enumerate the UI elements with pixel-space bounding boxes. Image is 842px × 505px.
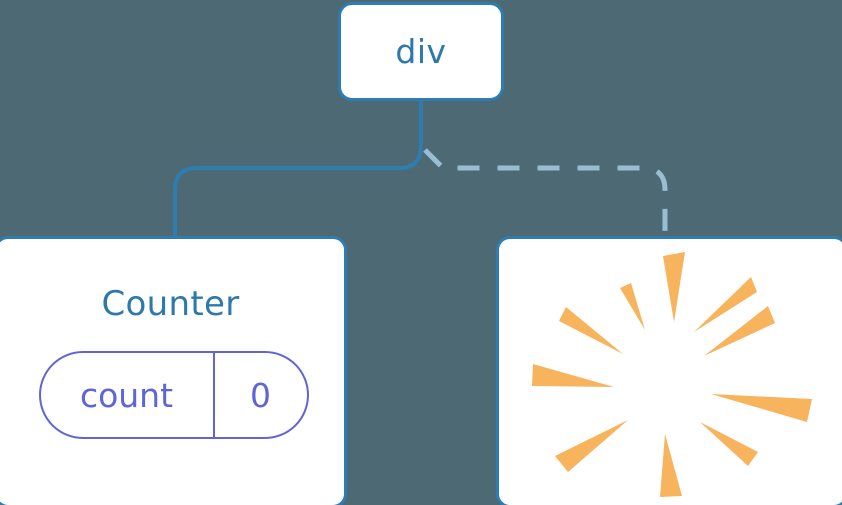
edge-div-counter: [173, 99, 423, 240]
node-busy[interactable]: [496, 236, 842, 505]
node-div[interactable]: div: [338, 2, 504, 101]
node-div-label: div: [395, 32, 447, 71]
burst-spinner-icon: [532, 252, 812, 497]
state-pill-divider: [212, 353, 215, 437]
state-pill-key: count: [79, 375, 174, 415]
state-pill-value: 0: [250, 375, 271, 415]
node-counter-label: Counter: [101, 284, 240, 324]
node-counter[interactable]: Counter count 0: [0, 236, 347, 505]
state-pill-count[interactable]: count 0: [38, 351, 309, 439]
edge-div-busy: [423, 148, 668, 238]
